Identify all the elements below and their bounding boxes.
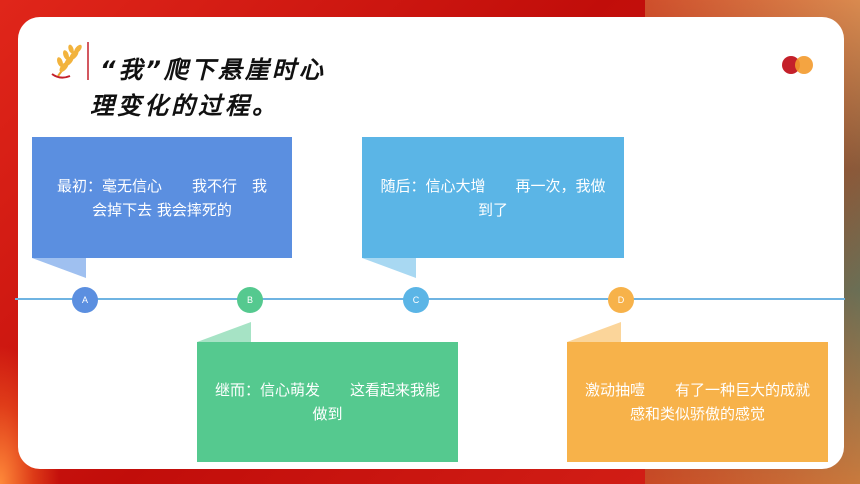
marker-c: C <box>403 287 429 313</box>
stage-tail-d <box>567 322 621 342</box>
stage-box-a: 最初：毫无信心 我不行 我会掉下去 我会摔死的 <box>32 137 292 258</box>
stage-text-c: 随后：信心大增 再一次，我做到了 <box>380 176 606 219</box>
stage-box-b: 继而：信心萌发 这看起来我能做到 <box>197 342 458 462</box>
marker-b: B <box>237 287 263 313</box>
stage-tail-c <box>362 258 416 278</box>
slide-title: “我”爬下悬崖时心 理变化的过程。 <box>90 52 326 124</box>
marker-d: D <box>608 287 634 313</box>
stage-tail-b <box>197 322 251 342</box>
wheat-icon <box>51 42 89 80</box>
dots-icon <box>782 56 813 74</box>
stage-box-d: 激动抽噎 有了一种巨大的成就感和类似骄傲的感觉 <box>567 342 828 462</box>
stage-text-a: 最初：毫无信心 我不行 我会掉下去 我会摔死的 <box>56 176 267 219</box>
stage-tail-a <box>32 258 86 278</box>
stage-text-d: 激动抽噎 有了一种巨大的成就感和类似骄傲的感觉 <box>585 381 811 423</box>
timeline-line <box>15 298 845 300</box>
stage-text-b: 继而：信心萌发 这看起来我能做到 <box>215 381 441 423</box>
marker-a: A <box>72 287 98 313</box>
title-line-2: 理变化的过程。 <box>90 92 279 120</box>
title-line-1: “我”爬下悬崖时心 <box>100 56 326 84</box>
stage-box-c: 随后：信心大增 再一次，我做到了 <box>362 137 624 258</box>
